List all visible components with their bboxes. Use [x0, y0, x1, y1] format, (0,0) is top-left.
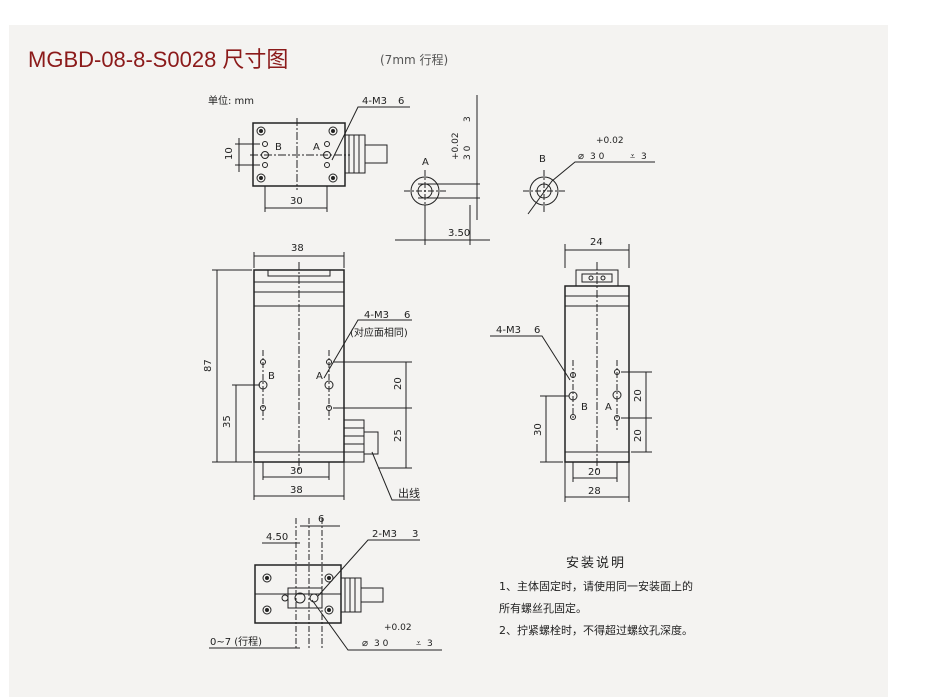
detail-a-tolerance: +0.02 — [451, 132, 461, 160]
detail-a-hole — [395, 95, 490, 245]
bottom-view-body — [254, 518, 384, 648]
installation-note-line: 2、拧紧螺栓时，不得超过螺纹孔深度。 — [499, 624, 693, 637]
side-dim-20b: 20 — [633, 429, 644, 442]
front-label-b: B — [268, 371, 275, 382]
detail-a-label: A — [422, 157, 429, 168]
side-thread-note: 4-M3 — [496, 325, 521, 336]
svg-text:⌀: ⌀ — [578, 151, 584, 162]
drawing-panel — [9, 25, 888, 697]
installation-notes-title: 安装说明 — [566, 556, 627, 571]
front-dim-20: 20 — [393, 377, 404, 390]
front-dim-25: 25 — [393, 429, 404, 442]
side-view-body — [564, 262, 630, 470]
bottom-tolerance: +0.02 — [384, 623, 412, 633]
top-thread-depth: 6 — [398, 96, 404, 107]
detail-b-nominal: 3 0 — [590, 152, 605, 162]
page-title: MGBD-08-8-S0028 尺寸图 — [28, 47, 289, 72]
bottom-dim-6: 6 — [318, 514, 324, 525]
detail-a-nominal: 3 0 — [463, 145, 473, 160]
detail-b-tolerance: +0.02 — [596, 136, 624, 146]
detail-a-depth: 3 — [463, 116, 473, 122]
detail-b-depth: 3 — [641, 152, 647, 162]
bottom-depth: 3 — [427, 639, 433, 649]
side-dim-20c: 20 — [588, 467, 601, 478]
side-label-b: B — [581, 402, 588, 413]
detail-b-label: B — [539, 154, 546, 165]
installation-note-line: 所有螺丝孔固定。 — [499, 602, 587, 615]
detail-a-offset: 3.50 — [448, 228, 470, 239]
top-dim-width: 30 — [290, 196, 303, 207]
svg-text:⩡: ⩡ — [630, 152, 635, 162]
top-label-a: A — [313, 142, 320, 153]
bottom-stroke-note: 0~7 (行程) — [210, 635, 262, 648]
front-label-a: A — [316, 371, 323, 382]
side-dim-top: 24 — [590, 237, 603, 248]
detail-b-hole — [523, 161, 655, 215]
front-dim-top: 38 — [291, 243, 304, 254]
bottom-nominal: 3 0 — [374, 639, 389, 649]
bottom-dim-450: 4.50 — [266, 532, 288, 543]
cable-label: 出线 — [398, 486, 420, 500]
front-thread-depth: 6 — [404, 310, 410, 321]
side-dim-30: 30 — [533, 423, 544, 436]
bottom-thread-note: 2-M3 — [372, 529, 397, 540]
top-label-b: B — [275, 142, 282, 153]
top-view-body — [250, 118, 388, 190]
svg-text:⩡: ⩡ — [416, 639, 421, 649]
top-thread-note: 4-M3 — [362, 96, 387, 107]
front-thread-sub: (对应面相同) — [350, 326, 408, 339]
side-thread-depth: 6 — [534, 325, 540, 336]
front-dim-height: 87 — [203, 359, 214, 372]
side-label-a: A — [605, 402, 612, 413]
front-dim-38: 38 — [290, 485, 303, 496]
unit-label: 单位: mm — [208, 94, 254, 107]
front-dim-35: 35 — [222, 415, 233, 428]
top-dim-side: 10 — [224, 147, 235, 160]
front-thread-note: 4-M3 — [364, 310, 389, 321]
front-view-body — [253, 262, 379, 470]
side-dim-20a: 20 — [633, 389, 644, 402]
stroke-subtitle: (7mm 行程) — [380, 53, 449, 67]
front-dim-30: 30 — [290, 466, 303, 477]
side-dim-28: 28 — [588, 486, 601, 497]
installation-note-line: 1、主体固定时，请使用同一安装面上的 — [499, 580, 693, 593]
bottom-thread-depth: 3 — [412, 529, 418, 540]
svg-text:⌀: ⌀ — [362, 638, 368, 649]
